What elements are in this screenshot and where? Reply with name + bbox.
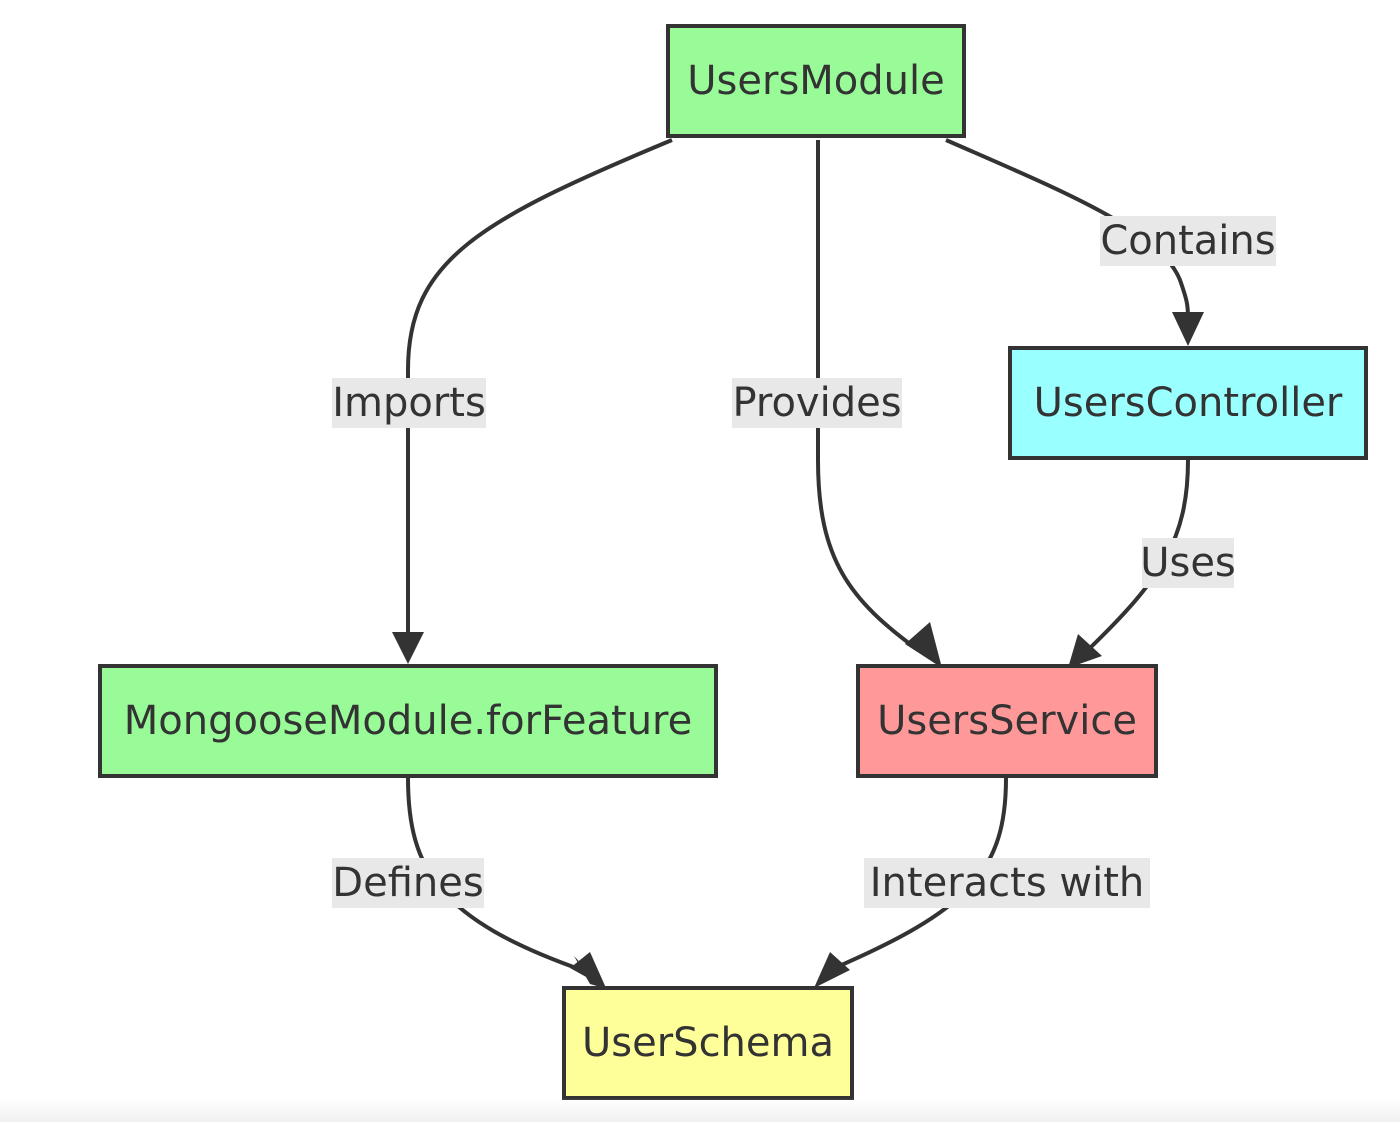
node-mongoose-module[interactable]: MongooseModule.forFeature — [98, 664, 718, 778]
edge-label-provides: Provides — [732, 378, 902, 428]
node-users-service-label: UsersService — [877, 698, 1137, 744]
edge-label-uses: Uses — [1140, 538, 1236, 588]
edge-label-contains: Contains — [1100, 216, 1276, 266]
edge-label-interacts-text: Interacts with — [870, 860, 1145, 906]
edge-provides — [816, 140, 920, 652]
node-mongoose-module-label: MongooseModule.forFeature — [124, 698, 692, 744]
edge-label-defines: Defines — [332, 858, 484, 908]
edge-labels: Imports Provides Contains Uses Defines I… — [332, 216, 1276, 908]
edge-label-imports: Imports — [332, 378, 486, 428]
arrowhead-provides — [905, 622, 942, 668]
node-users-controller-label: UsersController — [1034, 380, 1343, 426]
edge-label-imports-text: Imports — [332, 380, 486, 426]
node-users-module-label: UsersModule — [687, 58, 944, 104]
arrowhead-imports — [392, 632, 424, 664]
edge-label-defines-text: Defines — [332, 860, 483, 906]
node-users-controller[interactable]: UsersController — [1008, 346, 1368, 460]
edge-label-interacts: Interacts with — [864, 858, 1150, 908]
edge-label-contains-text: Contains — [1100, 218, 1275, 264]
edge-label-uses-text: Uses — [1140, 540, 1236, 586]
arrowhead-interacts — [814, 952, 850, 988]
node-user-schema[interactable]: UserSchema — [562, 986, 854, 1100]
node-users-service[interactable]: UsersService — [856, 664, 1158, 778]
node-users-module[interactable]: UsersModule — [666, 24, 966, 138]
edge-label-provides-text: Provides — [732, 380, 901, 426]
arrowhead-contains — [1172, 312, 1204, 346]
bottom-fade — [0, 1098, 1400, 1122]
arrowhead-uses — [1068, 634, 1102, 668]
edge-imports — [406, 138, 673, 636]
nodes: UsersModule UsersController MongooseModu… — [98, 24, 1368, 1100]
arrowhead-defines-tip — [570, 952, 606, 988]
node-user-schema-label: UserSchema — [582, 1020, 834, 1066]
